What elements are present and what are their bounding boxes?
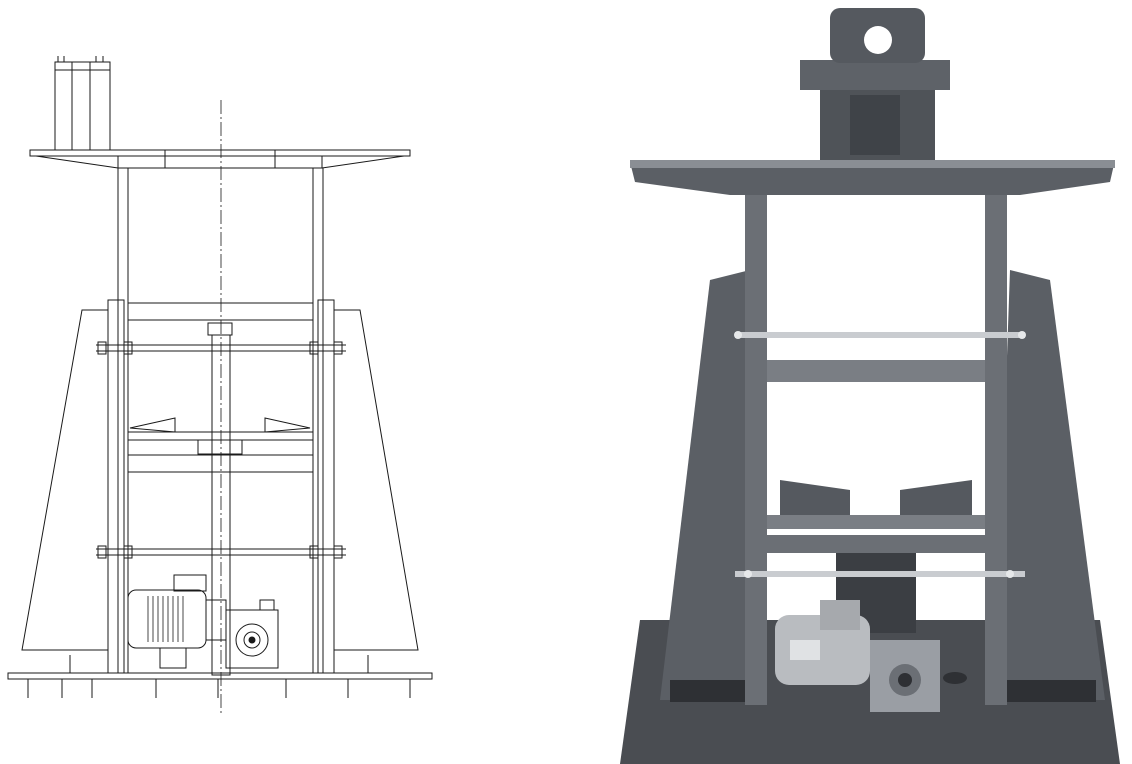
base-hole (943, 672, 967, 684)
base-plate (7, 655, 433, 698)
bearing-block-icon (54, 56, 111, 151)
bearing-block-icon (800, 8, 950, 160)
right-gusset (995, 270, 1105, 700)
gearbox-icon (225, 599, 279, 669)
left-post (745, 185, 767, 705)
photograph-panel (620, 8, 1120, 764)
top-plate (630, 160, 1115, 195)
side-gussets (21, 309, 419, 651)
threaded-rod-icon (734, 331, 1026, 578)
middle-hopper (127, 417, 314, 473)
left-gusset (660, 270, 760, 700)
top-plate (29, 149, 411, 169)
hopper-right (900, 480, 972, 515)
upper-crossbeam (128, 302, 313, 336)
upper-crossbeam (767, 360, 985, 382)
threaded-rod-icon (96, 341, 346, 559)
right-post (985, 185, 1007, 705)
electric-motor-icon (775, 600, 870, 685)
middle-platform (767, 515, 985, 529)
drive-shaft (211, 334, 231, 676)
technical-drawing-panel (7, 56, 433, 715)
electric-motor-icon (127, 574, 227, 669)
hopper-left (780, 480, 850, 515)
gearbox-icon (870, 640, 940, 712)
